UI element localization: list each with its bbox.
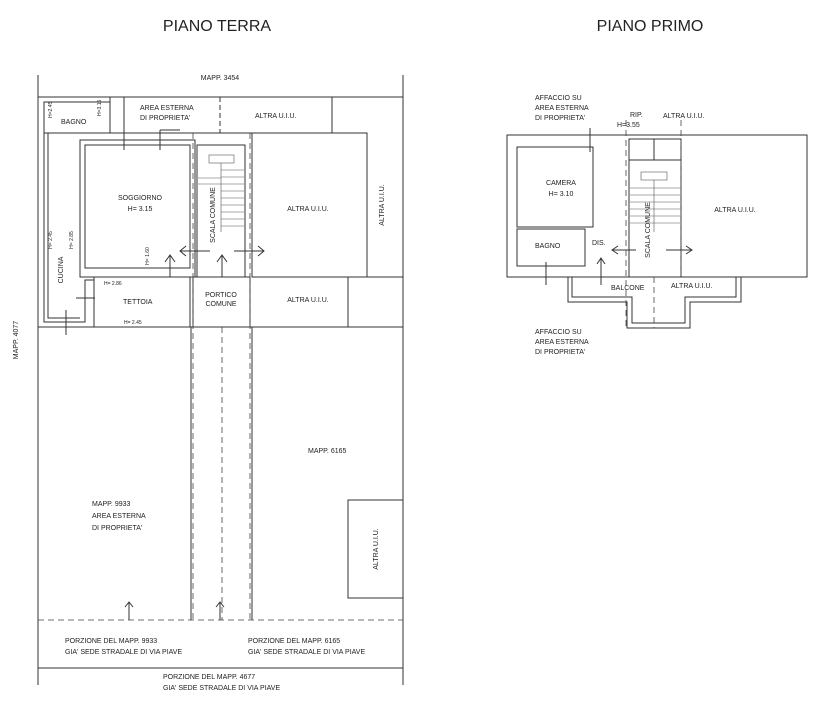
door-arrows-first <box>545 128 693 285</box>
bagno-first-label: BAGNO <box>535 243 561 250</box>
mapp-9933-label-2: AREA ESTERNA <box>92 513 146 520</box>
area-esterna-label-2: DI PROPRIETA' <box>140 115 190 122</box>
portico-label: PORTICO <box>205 292 237 299</box>
affaccio-bottom-2: AREA ESTERNA <box>535 339 589 346</box>
porzione-9933: PORZIONE DEL MAPP. 9933 <box>65 638 157 645</box>
altra-uiu-box: ALTRA U.I.U. <box>373 528 380 570</box>
altra-uiu-right: ALTRA U.I.U. <box>379 184 386 226</box>
ground-floor-plan: MAPP. 3454 MAPP. 4077 BAGNO H=2.45 H=3.1… <box>13 75 404 692</box>
camera-label: CAMERA <box>546 180 576 187</box>
altra-uiu-main-first: ALTRA U.I.U. <box>714 207 756 214</box>
altra-uiu-lower: ALTRA U.I.U. <box>287 297 329 304</box>
tettoia-label: TETTOIA <box>123 299 153 306</box>
h-soggiorno: H= 3.15 <box>128 206 153 213</box>
stair-treads-first <box>630 187 680 224</box>
porzione-4677-2: GIA' SEDE STRADALE DI VIA PIAVE <box>163 685 280 692</box>
porzione-4677: PORZIONE DEL MAPP. 4677 <box>163 674 255 681</box>
stair-treads <box>198 169 244 227</box>
door-arrows <box>65 97 265 620</box>
first-floor-plan: AFFACCIO SU AREA ESTERNA DI PROPRIETA' R… <box>506 95 808 356</box>
h-camera: H= 3.10 <box>549 191 574 198</box>
cucina-label: CUCINA <box>58 256 65 283</box>
scala-comune-first: SCALA COMUNE <box>645 202 652 258</box>
balcone-label: BALCONE <box>611 285 645 292</box>
mapp-6165-label: MAPP. 6165 <box>308 448 347 455</box>
altra-uiu-main: ALTRA U.I.U. <box>287 206 329 213</box>
h-cucina-2: H= 2.85 <box>69 231 75 249</box>
area-esterna-label: AREA ESTERNA <box>140 105 194 112</box>
affaccio-bottom: AFFACCIO SU <box>535 329 582 336</box>
portico-label-2: COMUNE <box>205 301 236 308</box>
porzione-6165-2: GIA' SEDE STRADALE DI VIA PIAVE <box>248 649 365 656</box>
affaccio-bottom-3: DI PROPRIETA' <box>535 349 585 356</box>
altra-uiu-top-first: ALTRA U.I.U. <box>663 113 705 120</box>
title-piano-terra: PIANO TERRA <box>163 18 272 35</box>
porzione-6165: PORZIONE DEL MAPP. 6165 <box>248 638 340 645</box>
mapp-9933-label: MAPP. 9933 <box>92 501 131 508</box>
mapp-4077-label: MAPP. 4077 <box>13 321 20 360</box>
porzione-9933-2: GIA' SEDE STRADALE DI VIA PIAVE <box>65 649 182 656</box>
affaccio-top-2: AREA ESTERNA <box>535 105 589 112</box>
h-160: H= 1.60 <box>145 247 151 265</box>
mapp-3454-label: MAPP. 3454 <box>201 75 240 82</box>
title-piano-primo: PIANO PRIMO <box>597 18 704 35</box>
scala-comune-label: SCALA COMUNE <box>210 187 217 243</box>
rip-label: RIP. <box>630 112 643 119</box>
h-tettoia-top: H= 2.86 <box>104 281 122 287</box>
mapp-9933-label-3: DI PROPRIETA' <box>92 525 142 532</box>
affaccio-top-3: DI PROPRIETA' <box>535 115 585 122</box>
h-cucina: H= 2.45 <box>48 231 54 249</box>
h-bagno: H=2.45 <box>48 102 54 118</box>
affaccio-top: AFFACCIO SU <box>535 95 582 102</box>
dis-label: DIS. <box>592 240 606 247</box>
h-rip: H=3.55 <box>617 122 640 129</box>
h-bagno-2: H=3.15 <box>97 100 103 116</box>
altra-uiu-top: ALTRA U.I.U. <box>255 113 297 120</box>
h-tettoia: H= 2.45 <box>124 320 142 326</box>
soggiorno-label: SOGGIORNO <box>118 195 163 202</box>
bagno-label: BAGNO <box>61 119 87 126</box>
altra-uiu-balcone: ALTRA U.I.U. <box>671 283 713 290</box>
